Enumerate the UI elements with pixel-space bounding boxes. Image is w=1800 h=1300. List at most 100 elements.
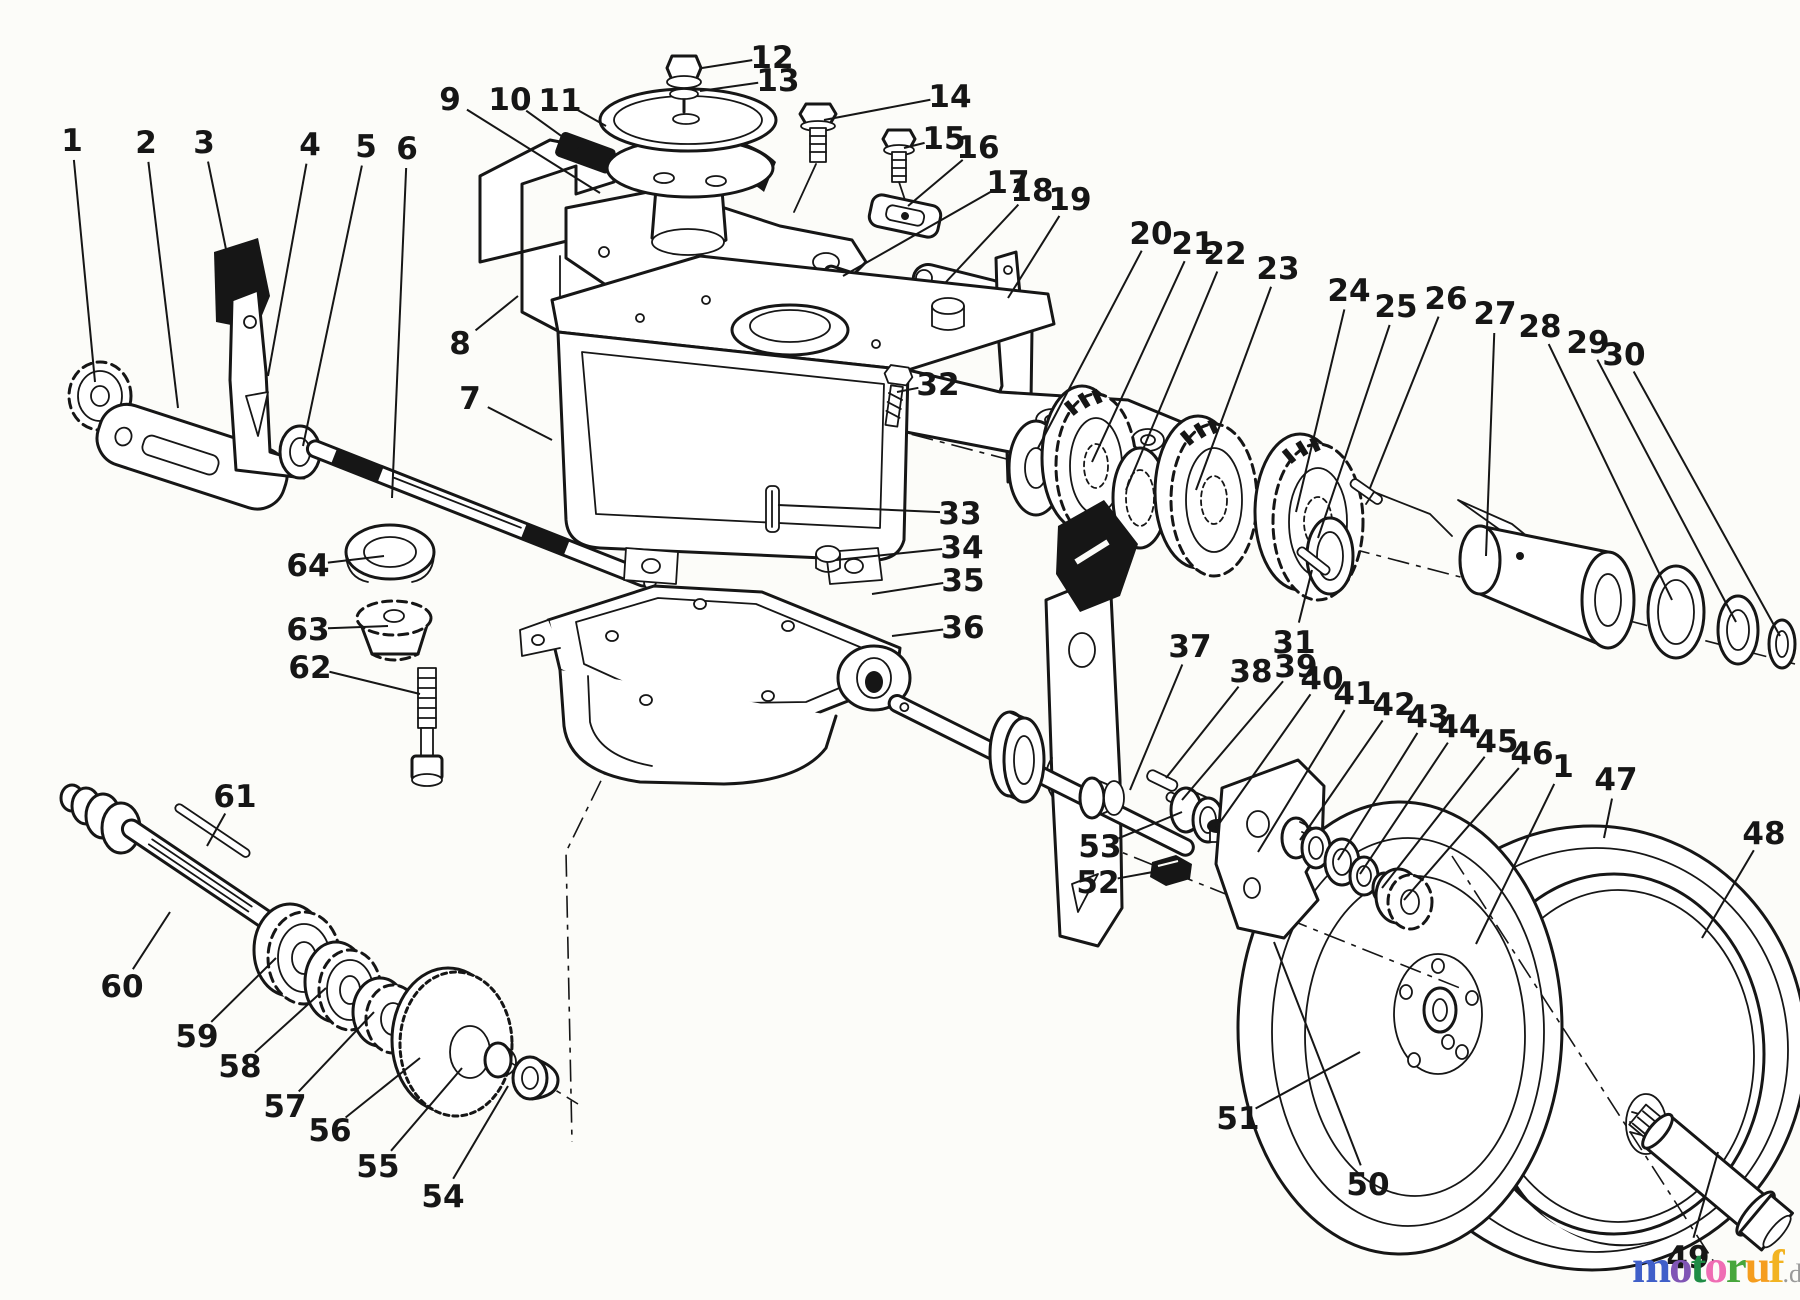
callout-number: 52 <box>1076 865 1119 901</box>
callout-number: 13 <box>756 63 799 99</box>
callout-leader <box>1273 941 1362 1166</box>
callout-number: 26 <box>1424 281 1467 317</box>
callout-number: 14 <box>928 79 971 115</box>
callout-number: 29 <box>1566 325 1609 361</box>
callout-leader <box>1215 693 1312 829</box>
sprocket-56 <box>390 966 514 1118</box>
spring-screw-32 <box>883 364 914 428</box>
roll-pin-31 <box>1296 546 1331 576</box>
callout-leader <box>699 81 759 92</box>
callout-leader <box>1317 324 1391 539</box>
callout-leader <box>891 628 944 637</box>
callout-leader <box>1007 215 1061 299</box>
callout-leader <box>1257 709 1346 853</box>
callout-number: 15 <box>922 121 965 157</box>
bevel-gear-63 <box>355 599 433 662</box>
callout-leader <box>1603 798 1613 839</box>
callout-leader <box>1295 309 1346 513</box>
callout-number: 61 <box>213 779 256 815</box>
callout-number: 59 <box>175 1019 218 1055</box>
spacer-54 <box>511 1055 560 1101</box>
callout-number: 27 <box>1473 296 1516 332</box>
callout-number: 43 <box>1406 699 1449 735</box>
callout-number: 35 <box>941 563 984 599</box>
roller-bushing-42 <box>1280 816 1332 870</box>
callout-number: 22 <box>1203 236 1246 272</box>
callout-leader <box>466 108 601 194</box>
callout-number: 47 <box>1594 762 1637 798</box>
callout-number: 40 <box>1300 661 1343 697</box>
square-key-38 <box>1146 769 1179 792</box>
callout-leader <box>390 1067 463 1152</box>
callout-number: 57 <box>263 1089 306 1125</box>
callout-number: 10 <box>488 82 531 118</box>
axle-bracket-assembly <box>1214 758 1434 940</box>
bolt-14 <box>793 102 838 213</box>
callout-leader <box>391 167 408 499</box>
callout-leader <box>1485 332 1496 557</box>
callout-number: 55 <box>356 1149 399 1185</box>
bolt-15 <box>881 128 917 201</box>
callout-leader <box>327 625 389 630</box>
callout-leader <box>1692 1151 1719 1239</box>
callout-leader <box>72 159 96 383</box>
callout-leader <box>777 504 941 514</box>
seal-ring-28 <box>1646 564 1706 660</box>
callout-leader <box>302 165 363 447</box>
callout-leader <box>327 555 385 564</box>
callout-leader <box>298 1011 375 1093</box>
watermark-suffix: .de <box>1782 1259 1800 1288</box>
callout-number: 63 <box>286 612 329 648</box>
speed-nut-16 <box>867 193 943 239</box>
callout-leader <box>329 670 421 695</box>
callout-leader <box>907 159 964 207</box>
watermark-letter: f <box>1768 1241 1785 1293</box>
spacer-collar <box>1078 776 1125 820</box>
callout-leader <box>871 582 944 595</box>
callout-leader <box>344 1057 421 1119</box>
callout-number: 32 <box>916 367 959 403</box>
callout-number: 2 <box>135 125 157 161</box>
watermark-letter: m <box>1632 1241 1671 1293</box>
callout-leader <box>576 108 607 127</box>
callout-leader <box>1117 869 1165 880</box>
callout-leader <box>823 98 931 121</box>
callout-number: 17 <box>986 165 1029 201</box>
callout-number: 49 <box>1666 1240 1709 1276</box>
callout-leader <box>835 548 943 561</box>
shift-bracket-assembly <box>1044 500 1138 948</box>
callout-number: 1 <box>61 123 83 159</box>
watermark-letter: u <box>1744 1241 1771 1293</box>
hub-cap-50 <box>1422 986 1458 1050</box>
callout-number: 46 <box>1510 736 1553 772</box>
callout-leader <box>1632 371 1781 637</box>
callout-leader <box>896 386 919 393</box>
wheel-half-51 <box>1236 800 1564 1256</box>
watermark-letters: motoruf <box>1632 1241 1785 1293</box>
axle-shaft-assembly <box>887 694 1227 886</box>
callout-leader <box>701 59 753 69</box>
callout-leader <box>1125 271 1219 491</box>
callout-leader <box>1701 849 1755 939</box>
seal-ring-29 <box>1716 594 1760 666</box>
watermark-letter: o <box>1669 1241 1692 1293</box>
woodruff-key-61 <box>174 803 251 858</box>
callout-number: 37 <box>1168 629 1211 665</box>
callout-leader <box>206 812 227 847</box>
callout-number: 41 <box>1333 676 1376 712</box>
callout-number: 53 <box>1078 829 1121 865</box>
callout-number: 21 <box>1171 226 1214 262</box>
watermark-letter: o <box>1704 1241 1727 1293</box>
axle-bracket-41 <box>1214 758 1326 940</box>
axle-bolt-49 <box>1628 1103 1794 1252</box>
breather <box>931 297 965 315</box>
callout-number: 48 <box>1742 816 1785 852</box>
callout-leader <box>1369 316 1440 489</box>
flange-washer <box>988 710 1046 804</box>
callout-leader <box>1091 260 1186 463</box>
callout-leader <box>525 109 579 149</box>
callout-number: 56 <box>308 1113 351 1149</box>
callout-number: 28 <box>1518 309 1561 345</box>
